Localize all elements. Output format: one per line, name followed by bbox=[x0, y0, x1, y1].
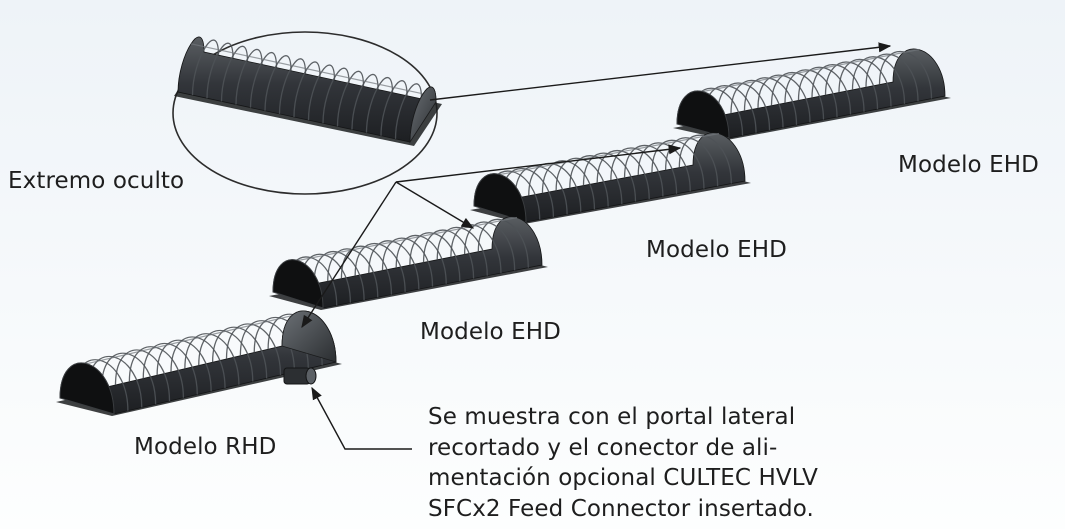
leader-arrow-to-rhd bbox=[301, 181, 397, 329]
detail-chamber-closed-end bbox=[174, 36, 442, 146]
detail-magnifier-circle bbox=[172, 31, 438, 195]
chamber-ehd-top bbox=[673, 48, 951, 140]
leader-arrow-to-top-ehd bbox=[429, 42, 892, 101]
note-line: recortado y el conector de ali- bbox=[428, 434, 778, 461]
feed-connector-note: Se muestra con el portal lateral recorta… bbox=[428, 402, 1058, 524]
leader-arrow-to-feed-connector bbox=[311, 386, 412, 450]
chamber-rhd bbox=[56, 310, 342, 416]
hidden-end-label: Extremo oculto bbox=[8, 168, 185, 194]
leader-arrow-to-middle-ehd bbox=[395, 144, 682, 183]
note-line: SFCx2 Feed Connector insertado. bbox=[428, 495, 814, 522]
model-rhd-label: Modelo RHD bbox=[134, 434, 277, 460]
leader-arrow-to-lower-ehd bbox=[395, 181, 475, 229]
note-line: Se muestra con el portal lateral bbox=[428, 404, 796, 430]
model-ehd-label-lower: Modelo EHD bbox=[420, 319, 561, 345]
model-ehd-label-top: Modelo EHD bbox=[898, 152, 1039, 178]
note-line: mentación opcional CULTEC HVLV bbox=[428, 465, 818, 491]
feed-connector bbox=[283, 367, 317, 385]
chamber-ehd-middle bbox=[470, 132, 751, 224]
chamber-ehd-lower bbox=[269, 216, 548, 310]
model-ehd-label-middle: Modelo EHD bbox=[646, 237, 787, 263]
